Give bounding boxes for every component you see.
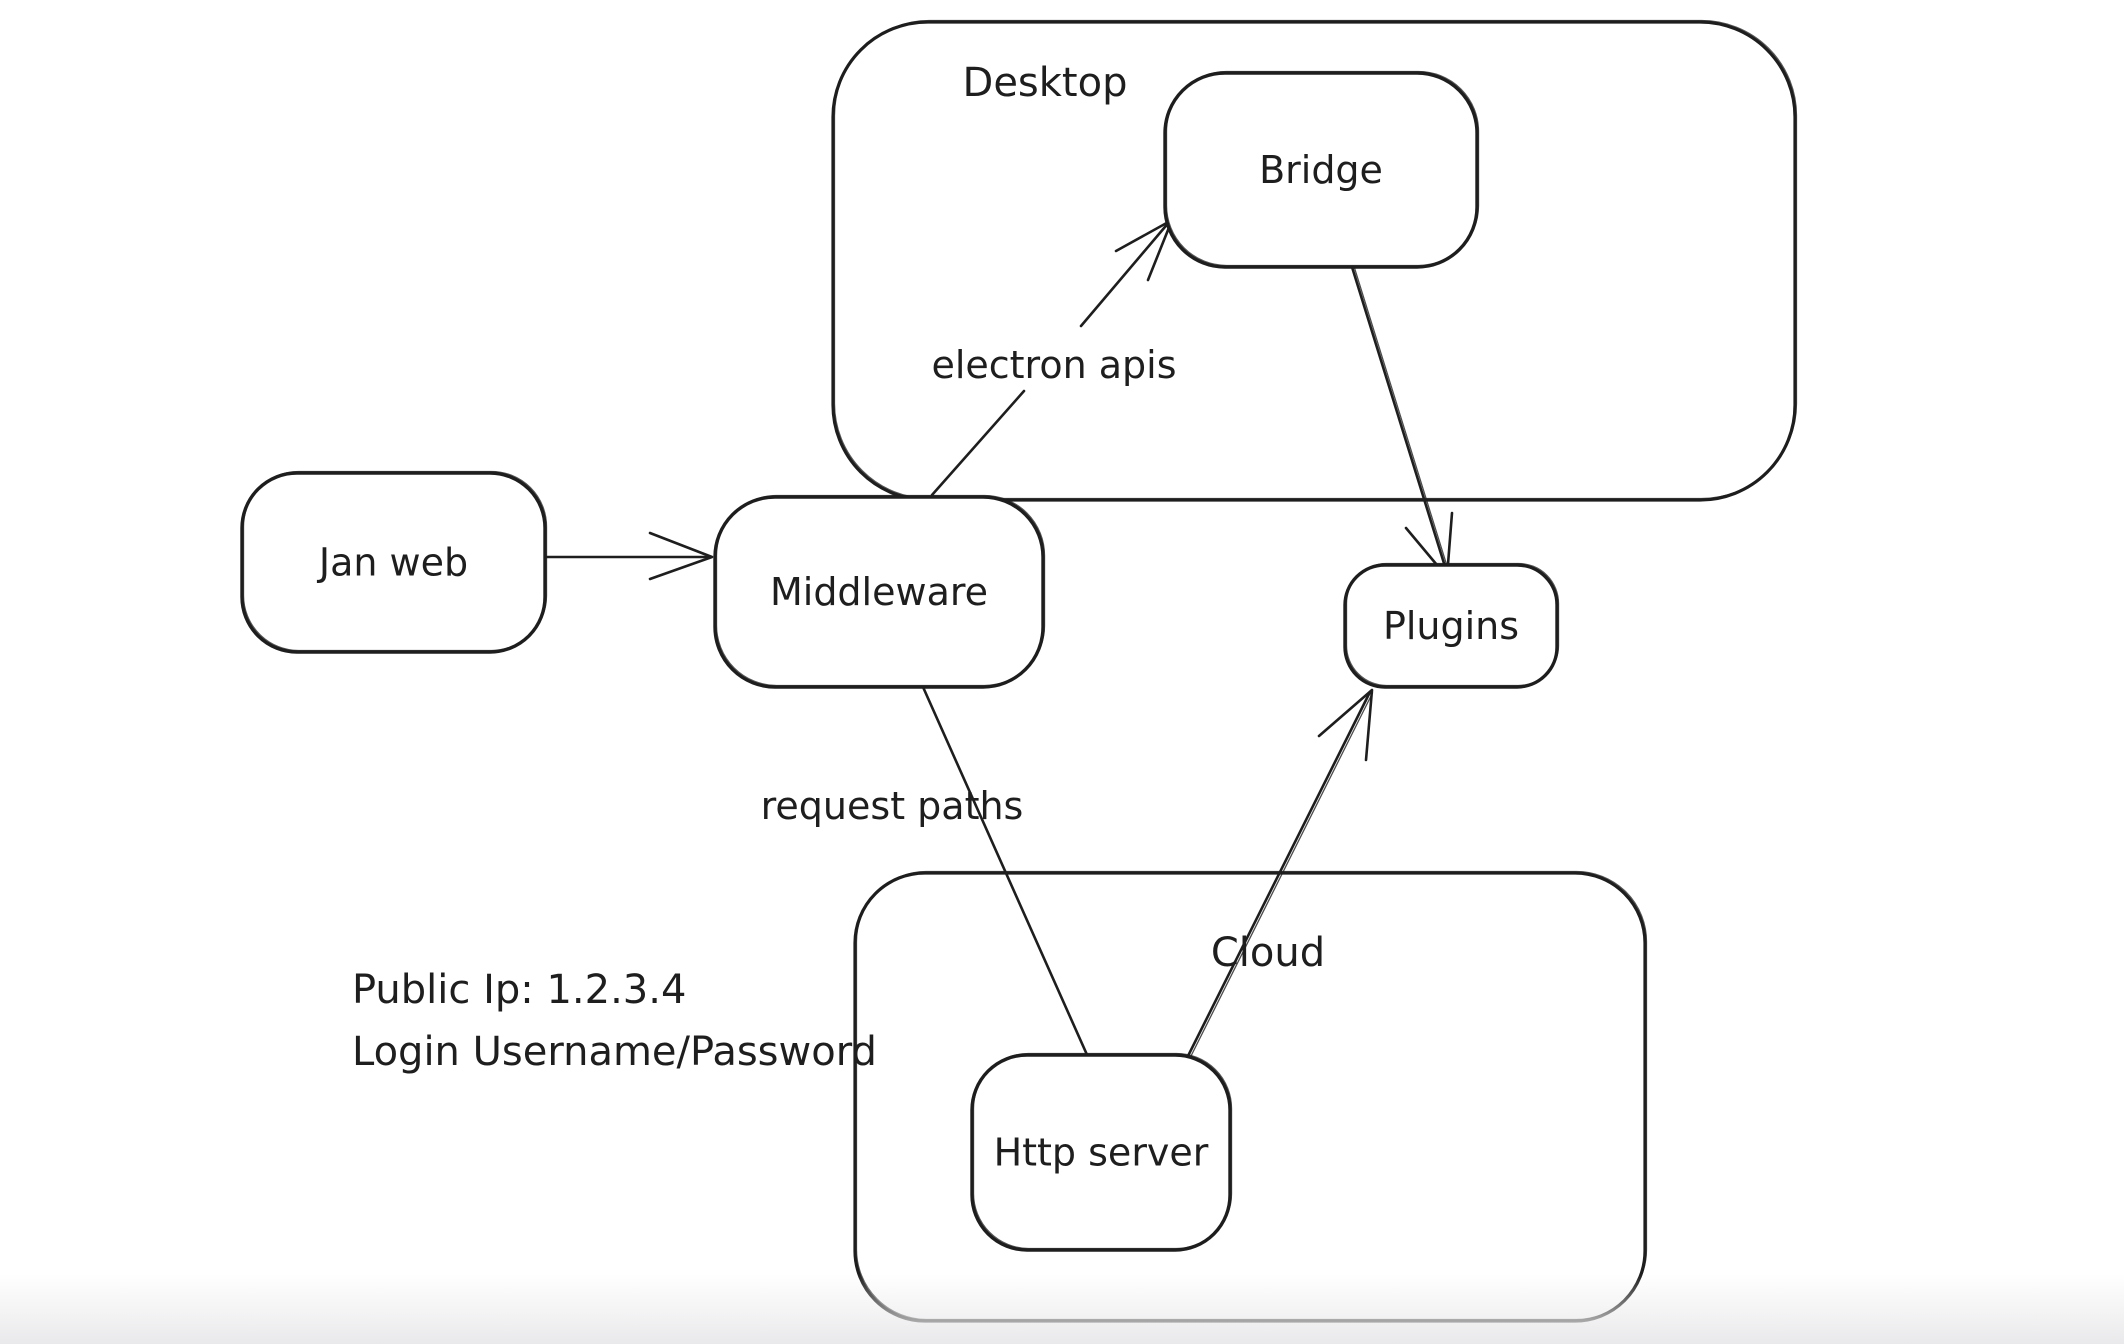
http-server-node[interactable] [970, 1052, 1233, 1252]
plugins-label: Plugins [1383, 604, 1519, 648]
plugins-node[interactable] [1343, 562, 1560, 689]
jan-web-to-middleware-arrow[interactable] [544, 531, 714, 581]
cloud-label: Cloud [1211, 930, 1325, 976]
middleware-node[interactable] [713, 494, 1046, 689]
jan-web-to-middleware-arrowhead-icon [648, 531, 714, 581]
bridge-label: Bridge [1259, 148, 1383, 192]
middleware-to-http-server-arrow[interactable] [921, 685, 1090, 1059]
middleware-to-bridge-label: electron apis [931, 343, 1176, 387]
bridge-node[interactable] [1163, 70, 1480, 269]
jan-web-label: Jan web [317, 541, 468, 585]
desktop-label: Desktop [963, 60, 1128, 106]
public-ip-note-line-1: Public Ip: 1.2.3.4 [352, 967, 686, 1013]
http-server-label: Http server [994, 1131, 1209, 1175]
public-ip-note-line-2: Login Username/Password [352, 1029, 877, 1075]
http-server-to-plugins-arrowhead-icon [1317, 688, 1374, 762]
http-server-to-plugins-arrow[interactable] [1186, 688, 1374, 1058]
jan-web-node[interactable] [240, 470, 548, 654]
middleware-label: Middleware [770, 570, 988, 614]
middleware-to-http-server-label: request paths [761, 784, 1024, 828]
